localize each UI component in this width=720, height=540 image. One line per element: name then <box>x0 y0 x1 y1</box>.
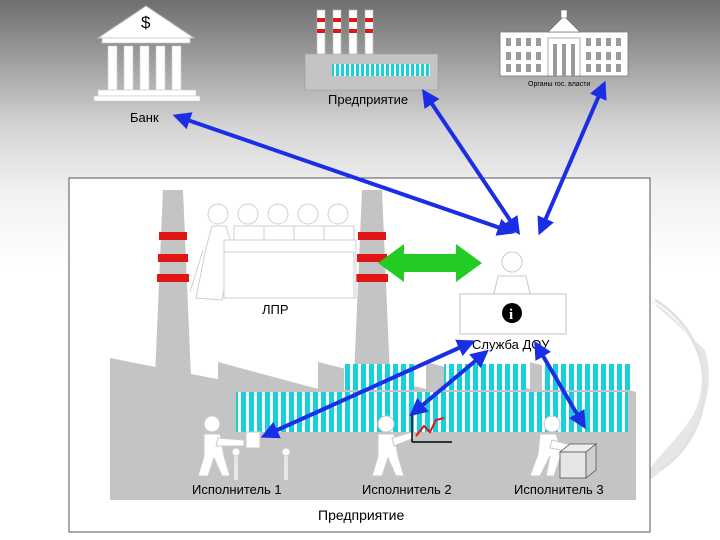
service-operator-icon <box>493 251 531 295</box>
bank-label: Банк <box>130 110 159 125</box>
government-building-icon <box>499 9 629 77</box>
decision-makers-table <box>223 251 355 299</box>
enterprise-top-label: Предприятие <box>328 92 408 107</box>
government-label: Органы гос. власти <box>528 81 590 88</box>
enterprise-top-icon <box>304 9 439 91</box>
bank-symbol: $ <box>141 13 151 32</box>
executor-3-label: Исполнитель 3 <box>514 482 604 497</box>
decision-service-link <box>378 244 482 282</box>
bank-icon <box>93 5 201 102</box>
blue-arrows <box>172 80 607 439</box>
box-icon <box>558 443 598 479</box>
arrow-enterprise-service <box>421 89 521 235</box>
info-icon <box>502 303 522 323</box>
decorative-swoosh-2 <box>654 298 706 472</box>
info-symbol: i <box>509 307 513 323</box>
executor-2-label: Исполнитель 2 <box>362 482 452 497</box>
arrow-government-service <box>537 80 607 236</box>
arrow-service-executor-2 <box>409 349 489 417</box>
arrow-service-executor-3 <box>534 340 586 430</box>
enterprise-bottom-label: Предприятие <box>318 507 404 523</box>
executor-1-label: Исполнитель 1 <box>192 482 282 497</box>
executor-1-icon <box>197 415 291 480</box>
decision-maker-label: ЛПР <box>262 302 289 317</box>
service-label: Служба ДОУ <box>472 337 550 352</box>
